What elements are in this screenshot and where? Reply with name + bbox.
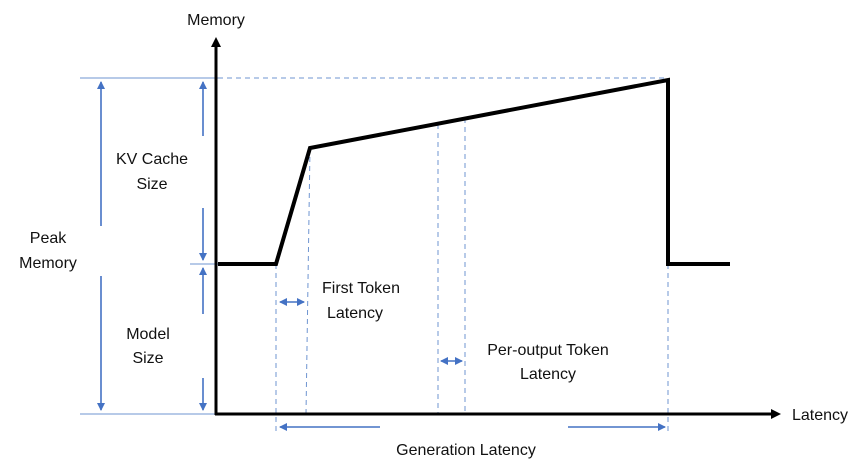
kv-cache-label-1: KV Cache [116,151,188,168]
first-token-end-guide [305,147,311,415]
per-token-label-2: Latency [520,366,576,383]
model-size-label-2: Size [132,350,163,367]
memory-curve [218,77,730,266]
y-axis-label: Memory [187,12,245,29]
peak-memory-label-1: Peak [30,230,67,247]
kv-cache-label-2: Size [136,176,167,193]
first-token-label-1: First Token [322,280,400,297]
first-token-label-2: Latency [327,305,383,322]
per-token-label-1: Per-output Token [487,342,609,359]
peak-memory-label-2: Memory [19,255,77,272]
generation-latency-label: Generation Latency [396,442,536,459]
x-axis-label: Latency [792,407,848,424]
model-size-label-1: Model [126,326,170,343]
